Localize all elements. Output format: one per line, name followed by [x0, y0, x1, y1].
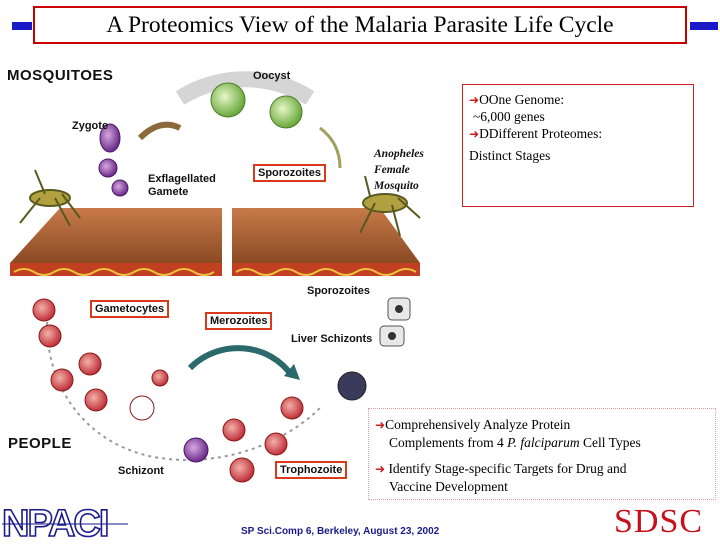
sporozoites-boxed-label: Sporozoites	[253, 164, 326, 182]
sporozoites-label: Sporozoites	[307, 285, 370, 297]
life-cycle-illustration	[10, 71, 421, 483]
info-line-4: Distinct Stages	[469, 148, 551, 163]
right-arrow-icon: ➜	[375, 418, 386, 432]
gamete-cell-2	[111, 179, 129, 197]
footer-text: SP Sci.Comp 6, Berkeley, August 23, 2002	[241, 526, 440, 537]
page-title: A Proteomics View of the Malaria Parasit…	[106, 12, 614, 38]
bullet-2-text: Identify Stage-specific Targets for Drug…	[385, 461, 627, 476]
oocyst-label: Oocyst	[253, 70, 291, 82]
skin-block-right	[232, 208, 420, 276]
title-box: A Proteomics View of the Malaria Parasit…	[33, 6, 687, 44]
ookinete-shape	[137, 121, 182, 141]
gametocytes-label: Gametocytes	[90, 300, 170, 318]
mosquito-left-icon	[19, 169, 81, 227]
life-cycle-diagram: MOSQUITOES Oocyst Zygote Exflagellated G…	[0, 58, 460, 528]
info-line-1: ➜OOne Genome:	[469, 92, 564, 108]
liver-schizonts-label: Liver Schizonts	[291, 333, 373, 345]
skin-block-left	[10, 208, 222, 276]
blood-stage-cells	[32, 298, 321, 483]
info-text-1: OOne Genome:	[479, 92, 565, 107]
bullet-1-line-2-pre: Complements from 4	[389, 435, 508, 450]
mosquito-right-icon	[359, 175, 421, 237]
info-line-3: ➜DDifferent Proteomes:	[469, 126, 602, 142]
info-text-3: DDifferent Proteomes:	[479, 126, 603, 141]
right-arrow-icon: ➜	[469, 93, 480, 107]
objectives-box: ➜Comprehensively Analyze Protein Complem…	[368, 408, 716, 500]
title-rule-right	[690, 22, 718, 30]
anopheles-label-line1: Anopheles	[374, 148, 424, 160]
merozoites-label: Merozoites	[205, 312, 273, 330]
merozoite-arrow-icon	[187, 345, 300, 380]
liver-cells	[337, 297, 411, 401]
bullet-1-line-2: Complements from 4 P. falciparum Cell Ty…	[389, 434, 641, 451]
exflagellated-label-line1: Exflagellated	[148, 173, 216, 185]
right-arrow-icon: ➜	[375, 462, 386, 476]
title-rule-left	[12, 22, 32, 30]
svg-text:NPACI: NPACI	[2, 504, 108, 540]
trophozoite-label: Trophozoite	[275, 461, 348, 479]
oocyst-cell	[210, 82, 246, 118]
bullet-1-text: Comprehensively Analyze Protein	[385, 417, 571, 432]
mosquitoes-label: MOSQUITOES	[7, 67, 114, 84]
npaci-logo: NPACI	[1, 502, 130, 544]
zygote-cell	[99, 123, 121, 153]
oocyst-cell-2	[269, 95, 303, 129]
liver-schizont-cell	[337, 371, 367, 401]
exflagellated-label-line2: Gamete	[148, 186, 189, 198]
schizont-label: Schizont	[118, 465, 164, 477]
right-arrow-icon: ➜	[469, 127, 480, 141]
people-label: PEOPLE	[8, 435, 72, 452]
anopheles-label-line2: Female	[374, 164, 410, 176]
zygote-label: Zygote	[72, 120, 109, 132]
bullet-2-line-1: ➜ Identify Stage-specific Targets for Dr…	[375, 460, 627, 478]
info-line-2: ~6,000 genes	[473, 109, 545, 124]
mosquito-stage-cells	[98, 71, 342, 197]
bullet-2-line-2: Vaccine Development	[389, 479, 508, 494]
gamete-cell	[98, 158, 118, 178]
anopheles-label-line3: Mosquito	[374, 180, 419, 192]
npaci-logo-icon: NPACI	[1, 502, 128, 544]
sdsc-logo: SDSC	[614, 503, 704, 540]
genome-info-box: ➜OOne Genome: ~6,000 genes ➜DDifferent P…	[462, 84, 694, 207]
bullet-1-line-1: ➜Comprehensively Analyze Protein	[375, 416, 570, 434]
schizont-cell	[183, 437, 209, 463]
species-name: P. falciparum	[507, 435, 580, 450]
bullet-1-line-2-post: Cell Types	[579, 435, 641, 450]
